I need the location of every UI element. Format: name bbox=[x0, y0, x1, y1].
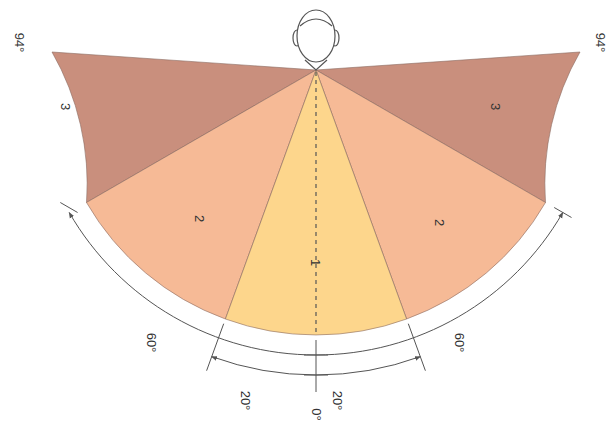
angle-label: 60° bbox=[452, 330, 467, 354]
dimension-lines bbox=[60, 203, 571, 393]
angle-label: 60° bbox=[144, 330, 159, 354]
zone-number: 3 bbox=[58, 100, 73, 111]
head-outline bbox=[293, 10, 339, 70]
center-line bbox=[315, 72, 316, 335]
zone-number: 2 bbox=[192, 212, 207, 223]
zone-number: 3 bbox=[488, 100, 503, 111]
angle-label: 20° bbox=[330, 388, 345, 412]
zone-number: 1 bbox=[308, 256, 323, 267]
zone-number: 2 bbox=[432, 216, 447, 227]
angle-label: 94° bbox=[12, 30, 27, 54]
angle-label: 94° bbox=[593, 30, 608, 54]
angle-label: 0° bbox=[309, 406, 324, 422]
zone-1 bbox=[225, 70, 406, 335]
angle-label: 20° bbox=[238, 388, 253, 412]
